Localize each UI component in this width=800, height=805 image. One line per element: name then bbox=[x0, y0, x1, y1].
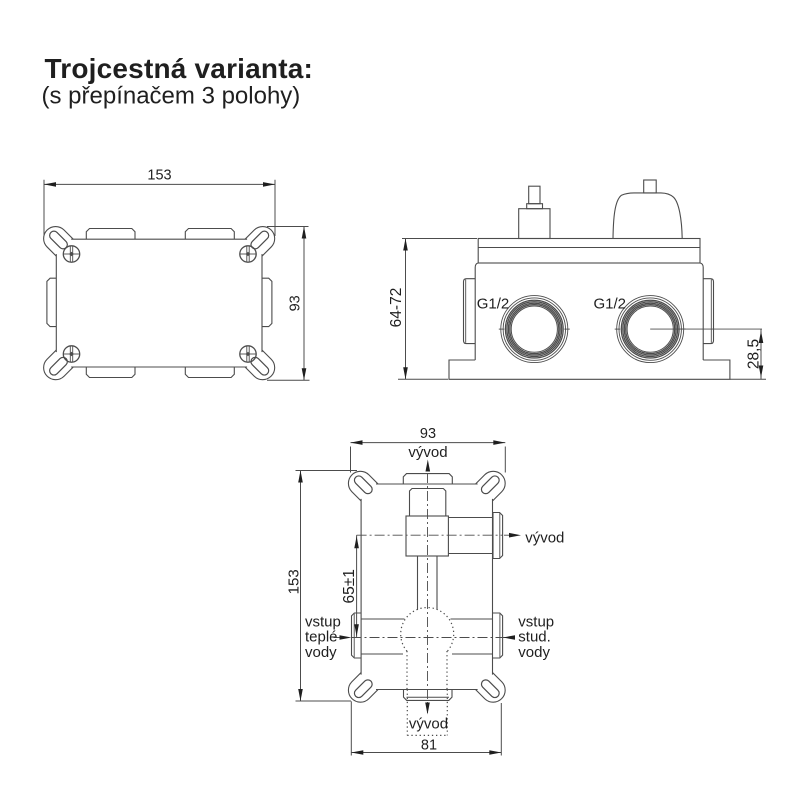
svg-text:G1/2: G1/2 bbox=[594, 296, 627, 313]
svg-text:153: 153 bbox=[147, 168, 171, 184]
svg-text:Trojcestná varianta:: Trojcestná varianta: bbox=[45, 53, 314, 84]
svg-text:65±1: 65±1 bbox=[341, 569, 358, 603]
svg-text:vstup: vstup bbox=[518, 614, 554, 631]
svg-text:vývod: vývod bbox=[409, 716, 448, 733]
svg-text:vody: vody bbox=[305, 644, 337, 661]
svg-text:(s přepínačem 3 polohy): (s přepínačem 3 polohy) bbox=[42, 83, 301, 110]
svg-text:stud.: stud. bbox=[518, 629, 551, 646]
svg-text:93: 93 bbox=[420, 426, 436, 442]
svg-text:153: 153 bbox=[285, 569, 302, 594]
svg-text:93: 93 bbox=[288, 295, 304, 311]
svg-text:81: 81 bbox=[421, 738, 437, 754]
svg-text:G1/2: G1/2 bbox=[477, 296, 510, 313]
svg-text:vývod: vývod bbox=[408, 444, 447, 461]
svg-text:teplé: teplé bbox=[305, 629, 338, 646]
svg-text:vývod: vývod bbox=[525, 529, 564, 546]
svg-text:vstup: vstup bbox=[305, 614, 341, 631]
svg-text:28,5: 28,5 bbox=[746, 339, 763, 369]
svg-text:64-72: 64-72 bbox=[388, 288, 405, 328]
svg-text:vody: vody bbox=[518, 644, 550, 661]
